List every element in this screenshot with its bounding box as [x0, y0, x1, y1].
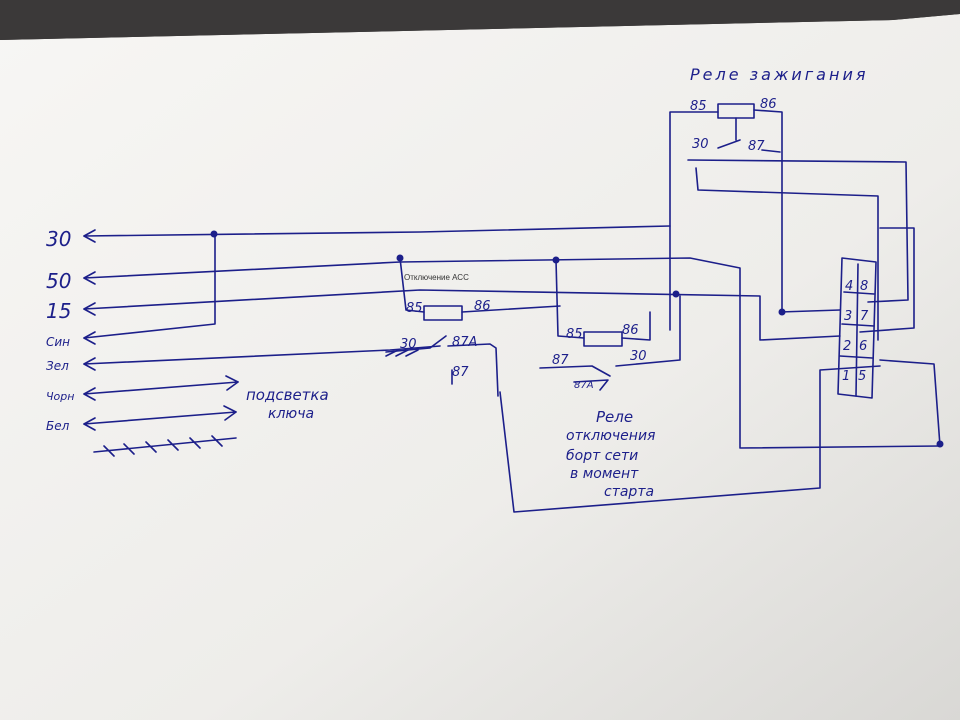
- start-relay-caption-2: отключения: [566, 428, 655, 444]
- start-cut-relay: [539, 259, 681, 391]
- ignition-relay-pin-30: 30: [692, 137, 709, 152]
- connector-pin-6: 6: [859, 339, 867, 354]
- ignition-relay-pin-87: 87: [748, 139, 765, 154]
- acc-relay-pin-87: 87: [452, 365, 469, 380]
- connector-pin-5: 5: [858, 369, 866, 384]
- ignition-relay-title: Реле зажигания: [690, 65, 868, 84]
- terminal-bel-label: Бел: [46, 419, 70, 433]
- connector-pin-3: 3: [844, 309, 852, 324]
- connector-pin-7: 7: [860, 309, 869, 324]
- ground-hatch: [93, 435, 237, 457]
- acc-relay: [385, 257, 561, 397]
- terminal-zel-label: Зел: [46, 359, 69, 373]
- backlight-label-line1: подсветка: [246, 386, 329, 404]
- wire-15: [83, 289, 841, 341]
- ignition-relay: [669, 103, 909, 341]
- wire-zel: [83, 345, 441, 371]
- start-relay-caption-5: старта: [604, 484, 654, 500]
- acc-relay-pin-85: 85: [406, 301, 423, 316]
- start-relay-pin-87a: 87А: [574, 380, 594, 391]
- start-relay-pin-30: 30: [630, 349, 647, 364]
- paper: [0, 14, 960, 720]
- acc-relay-pin-86: 86: [474, 299, 491, 314]
- terminal-30-label: 30: [46, 227, 71, 251]
- wire-bel: [83, 405, 237, 431]
- connector-pin-4: 4: [845, 279, 853, 294]
- wire-50: [83, 257, 941, 449]
- terminal-15-label: 15: [46, 299, 71, 323]
- connector-block: [837, 257, 877, 399]
- start-relay-caption-1: Реле: [596, 408, 633, 426]
- acc-cutoff-label: Отключение АСС: [404, 273, 469, 282]
- ignition-relay-pin-86: 86: [760, 97, 777, 112]
- connector-pin-1: 1: [842, 369, 850, 384]
- wire-sin: [83, 235, 216, 345]
- acc-relay-pin-30: 30: [400, 337, 417, 352]
- junction-dots: [210, 230, 944, 448]
- wire-chorn: [83, 375, 239, 401]
- start-relay-pin-87: 87: [552, 353, 569, 368]
- start-relay-caption-3: борт сети: [566, 448, 638, 464]
- connector-pin-8: 8: [860, 279, 868, 294]
- wire-30: [83, 225, 671, 243]
- bottom-loop: [499, 227, 941, 513]
- backlight-label-line2: ключа: [268, 406, 314, 422]
- dark-background: [0, 0, 960, 40]
- acc-relay-pin-87a: 87А: [452, 335, 477, 350]
- connector-pin-2: 2: [843, 339, 851, 354]
- start-relay-caption-4: в момент: [570, 466, 639, 482]
- start-relay-pin-86: 86: [622, 323, 639, 338]
- ignition-relay-pin-85: 85: [690, 99, 707, 114]
- terminal-50-label: 50: [46, 269, 71, 293]
- terminal-chorn-label: Чорн: [46, 390, 74, 403]
- terminal-sin-label: Син: [46, 335, 70, 349]
- start-relay-pin-85: 85: [566, 327, 583, 342]
